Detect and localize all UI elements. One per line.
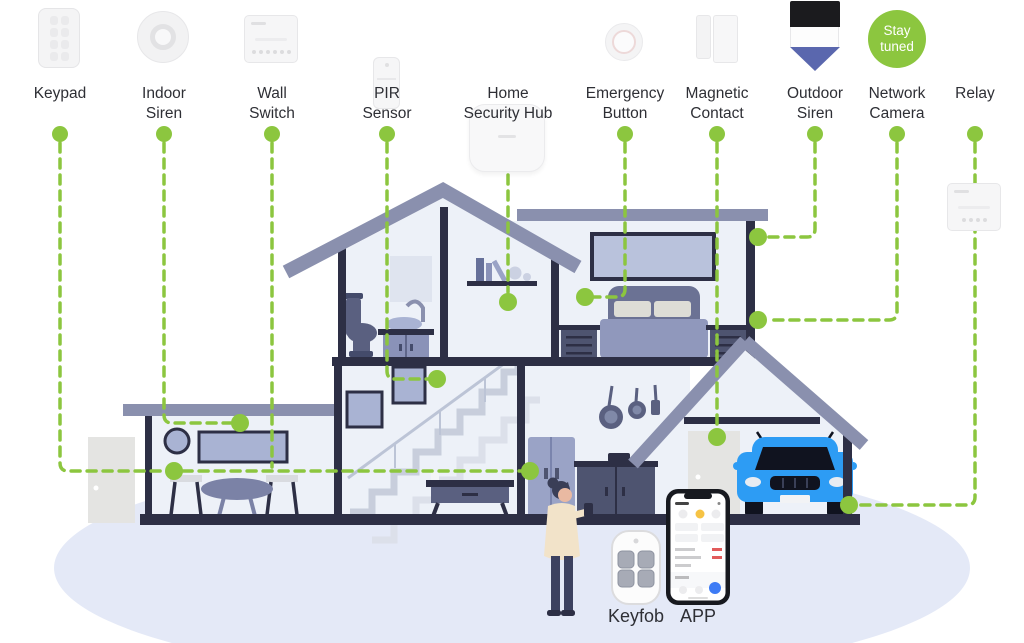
connector-lines bbox=[58, 141, 977, 507]
connector-outdoor-siren bbox=[765, 141, 817, 239]
placement-dot-wall-switch bbox=[521, 462, 539, 480]
placement-dot-keypad bbox=[165, 462, 183, 480]
placement-dot-magnetic-contact bbox=[708, 428, 726, 446]
connector-relay bbox=[856, 141, 977, 507]
person bbox=[544, 477, 593, 616]
home-security-hub-icon bbox=[469, 104, 545, 172]
front-door bbox=[88, 437, 135, 523]
nightstand bbox=[557, 325, 600, 360]
app-phone-illustration bbox=[666, 489, 730, 605]
device-label-magnetic-contact: Magnetic Contact bbox=[685, 85, 749, 122]
keypad-icon bbox=[38, 8, 80, 68]
hallway-shelf bbox=[467, 258, 537, 286]
device-label-indoor-siren: Indoor Siren bbox=[142, 85, 186, 122]
car bbox=[733, 431, 857, 516]
connector-dots bbox=[52, 126, 983, 514]
bedroom-window bbox=[590, 232, 716, 281]
wall-frame bbox=[391, 365, 427, 405]
roof bbox=[282, 182, 768, 279]
wall-mirror bbox=[163, 427, 191, 455]
placement-dot-hub bbox=[499, 293, 517, 311]
relay-icon bbox=[947, 183, 1001, 231]
placement-dot-relay bbox=[840, 496, 858, 514]
placement-dot-pir-sensor bbox=[428, 370, 446, 388]
bed bbox=[600, 286, 708, 358]
connector-pir-sensor bbox=[385, 141, 430, 381]
annex-roof bbox=[123, 404, 334, 416]
device-label-wall-switch: Wall Switch bbox=[249, 85, 295, 122]
connector-keypad bbox=[58, 141, 524, 473]
garage bbox=[628, 336, 869, 518]
device-label-emergency-button: Emergency Button bbox=[585, 85, 665, 122]
device-label-home-security-hub: Home Security Hub bbox=[463, 85, 553, 122]
sink-vanity bbox=[378, 299, 434, 360]
connector-emergency-button bbox=[592, 141, 627, 299]
device-label-outdoor-siren: Outdoor Siren bbox=[786, 85, 843, 122]
phone-in-hand bbox=[584, 503, 593, 517]
keyfob-label: Keyfob bbox=[607, 606, 665, 626]
placement-dot-indoor-siren bbox=[231, 414, 249, 432]
upper-floor bbox=[332, 198, 755, 366]
app-label: APP bbox=[679, 606, 717, 626]
hanging-pans bbox=[599, 384, 660, 429]
connector-network-camera bbox=[765, 141, 899, 322]
device-label-network-camera: Network Camera bbox=[868, 85, 926, 122]
wall-frame bbox=[345, 390, 384, 429]
device-label-relay: Relay bbox=[955, 85, 995, 102]
placement-dot-outdoor-siren bbox=[749, 228, 767, 246]
emergency-button-icon bbox=[605, 23, 643, 61]
device-label-pir-sensor: PIR Sensor bbox=[362, 85, 412, 122]
sideboard bbox=[197, 430, 289, 464]
connector-indoor-siren bbox=[162, 141, 233, 425]
coffee-table bbox=[201, 478, 273, 517]
indoor-siren-icon bbox=[137, 11, 189, 63]
desk bbox=[426, 472, 514, 520]
device-label-keypad: Keypad bbox=[33, 85, 87, 102]
outdoor-siren-icon bbox=[790, 1, 840, 71]
bathroom-window bbox=[390, 256, 432, 302]
stool bbox=[169, 475, 203, 516]
placement-dot-network-camera bbox=[749, 311, 767, 329]
magnetic-contact-icon bbox=[696, 15, 738, 63]
ground-line bbox=[140, 514, 860, 525]
ground-floor bbox=[334, 350, 690, 544]
bathroom bbox=[344, 256, 434, 360]
pir-sensor-icon bbox=[373, 57, 400, 109]
app-screen bbox=[670, 502, 726, 599]
placement-dot-emergency-button bbox=[576, 288, 594, 306]
left-annex-room bbox=[88, 404, 335, 523]
keyfob-illustration bbox=[611, 530, 661, 605]
wall-switch-icon bbox=[244, 15, 298, 63]
toilet bbox=[344, 293, 377, 357]
network-camera-stay-tuned-badge: Stay tuned bbox=[868, 10, 926, 68]
